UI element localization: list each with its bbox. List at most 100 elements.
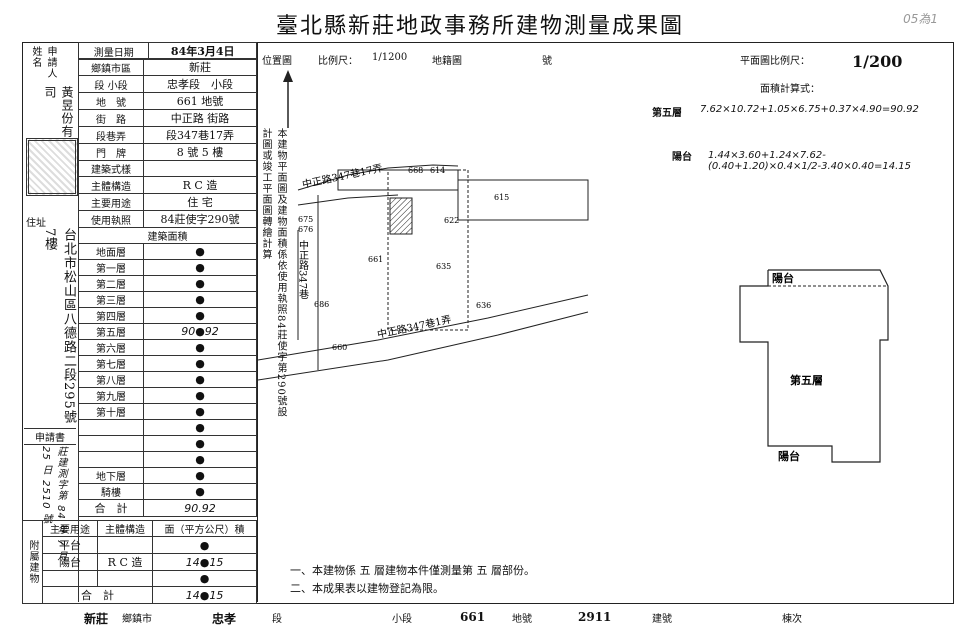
calc-label: 面積計算式： [760, 84, 820, 95]
survey-row: 鄉鎮市區新莊 [78, 58, 257, 76]
seal-stamp [26, 138, 78, 196]
parcel-label: 660 [332, 343, 347, 352]
footer-town-label: 鄉鎮市 [122, 614, 152, 625]
footer-town: 新莊 [84, 612, 109, 626]
request-label: 申請書 [24, 428, 76, 445]
floor-plan: 陽台 第五層 陽台 [739, 269, 889, 463]
floor-row: 地下層● [78, 467, 257, 484]
survey-row: 街 路中正路 街路 [78, 109, 257, 127]
location-label: 位置圖 [262, 56, 292, 67]
footer-lot-label: 地號 [512, 614, 532, 625]
parcel-label: 614 [430, 166, 445, 175]
parcel-label: 635 [436, 262, 451, 271]
annex-row: ● [23, 570, 257, 587]
cadastral-no-label: 號 [542, 56, 552, 67]
calc-balcony-formula: 1.44×3.60+1.24×7.62-(0.40+1.20)×0.4×1/2-… [708, 150, 911, 172]
annex-head-struct: 主體構造 [97, 520, 154, 537]
corner-mark: 05為1 [903, 12, 938, 26]
floor-row: 第四層● [78, 307, 257, 324]
parcel-label: 676 [298, 225, 313, 234]
survey-row: 段 小段忠孝段 小段 [78, 75, 257, 93]
applicant-address: 台北市松山區八德路二段295號7樓 [42, 228, 76, 424]
balcony-top-label: 陽台 [772, 271, 794, 285]
footer-build-no: 2911 [578, 610, 612, 624]
applicant-column: 申請人姓名 黃昱份有限公司 住址 台北市松山區八德路二段295號7樓 申請書 莊… [22, 42, 79, 602]
applicant-label: 申請人姓名 [30, 46, 56, 79]
floor-row: 騎樓● [78, 483, 257, 500]
address-label: 住址 [26, 218, 46, 229]
road-edge [258, 311, 589, 381]
survey-row: 主要用途住 宅 [78, 193, 257, 211]
survey-row: 建築式樣 [78, 160, 257, 177]
road-edge [297, 194, 399, 206]
parcel-label: 622 [444, 216, 459, 225]
floor-row: ● [78, 419, 257, 436]
calc-balcony-label: 陽台 [672, 152, 692, 163]
footer-build-label: 建號 [652, 614, 672, 625]
floor-row: 第六層● [78, 339, 257, 356]
parcel-label: 615 [494, 193, 509, 202]
map-scale-value: 1/1200 [372, 52, 408, 63]
frame-divider [257, 42, 258, 602]
annex-side-label: 附屬建物 [22, 520, 43, 604]
floor-row: 地面層● [78, 243, 257, 260]
annex-row: 平台● [23, 536, 257, 554]
footer-section-label: 段 [272, 614, 282, 625]
date-label: 測量日期 [77, 42, 150, 60]
floor-row: 第十層● [78, 403, 257, 420]
floor-header-row: 建築面積 [78, 227, 257, 244]
request-number: 莊建測字第 84 年 7 月 25 日 2510 號 [40, 446, 66, 562]
floor-row: 第九層● [78, 387, 257, 404]
cadastral-label: 地籍圖 [432, 56, 462, 67]
floor-row: 第三層● [78, 291, 257, 308]
calc-floor-label: 第五層 [652, 108, 682, 119]
road-label: 中正路347巷 [297, 239, 309, 299]
road-label: 中正路347巷17弄 [301, 161, 384, 191]
parcel-label: 668 [408, 166, 423, 175]
floor-row: ● [78, 451, 257, 468]
road-label: 中正路347巷1弄 [376, 313, 453, 341]
annex-head-use: 主要用途 [41, 520, 99, 537]
outer-frame [22, 42, 954, 604]
parcel-615 [457, 179, 589, 221]
floor-row: ● [78, 435, 257, 452]
note-1: 一、本建物係 五 層建物本件僅測量第 五 層部份。 [290, 564, 535, 577]
parcel-label: 686 [314, 300, 329, 309]
survey-row: 段巷弄段347巷17弄 [78, 126, 257, 144]
balcony-bottom-label: 陽台 [778, 449, 800, 463]
map-scale-label: 比例尺： [318, 56, 358, 67]
parcel-661 [387, 169, 469, 331]
parcel-668 [337, 169, 459, 191]
floor-row: 第二層● [78, 275, 257, 292]
floor-label: 第五層 [790, 373, 823, 387]
footer-subsection-label: 小段 [392, 614, 412, 625]
calc-floor-formula: 7.62×10.72+1.05×6.75+0.37×4.90=90.92 [700, 104, 919, 115]
floor-row: 第七層● [78, 355, 257, 372]
footer-section: 忠孝 [212, 612, 237, 626]
annex-head-area: 面（平方公尺）積 [152, 520, 257, 537]
road-edge [297, 164, 459, 191]
road-edge [258, 294, 589, 361]
parcel-label: 675 [298, 215, 313, 224]
survey-date: 84年3月4日 [148, 42, 257, 60]
footer-lot: 661 [460, 610, 486, 624]
plan-scale-value: 1/200 [852, 52, 903, 71]
vertical-note: 本建物平面圖及建物面積係依使用執照84莊使字第290號設計圖或竣工平面圖轉繪計算 [260, 128, 286, 418]
footer-sheet-label: 棟次 [782, 614, 802, 625]
plan-scale-label: 平面圖比例尺： [740, 56, 810, 67]
page-title: 臺北縣新莊地政事務所建物測量成果圖 [275, 14, 684, 39]
parcel-label: 661 [368, 255, 383, 264]
building-site [389, 197, 413, 235]
north-arrow [283, 70, 293, 128]
parcel-label: 636 [476, 301, 491, 310]
